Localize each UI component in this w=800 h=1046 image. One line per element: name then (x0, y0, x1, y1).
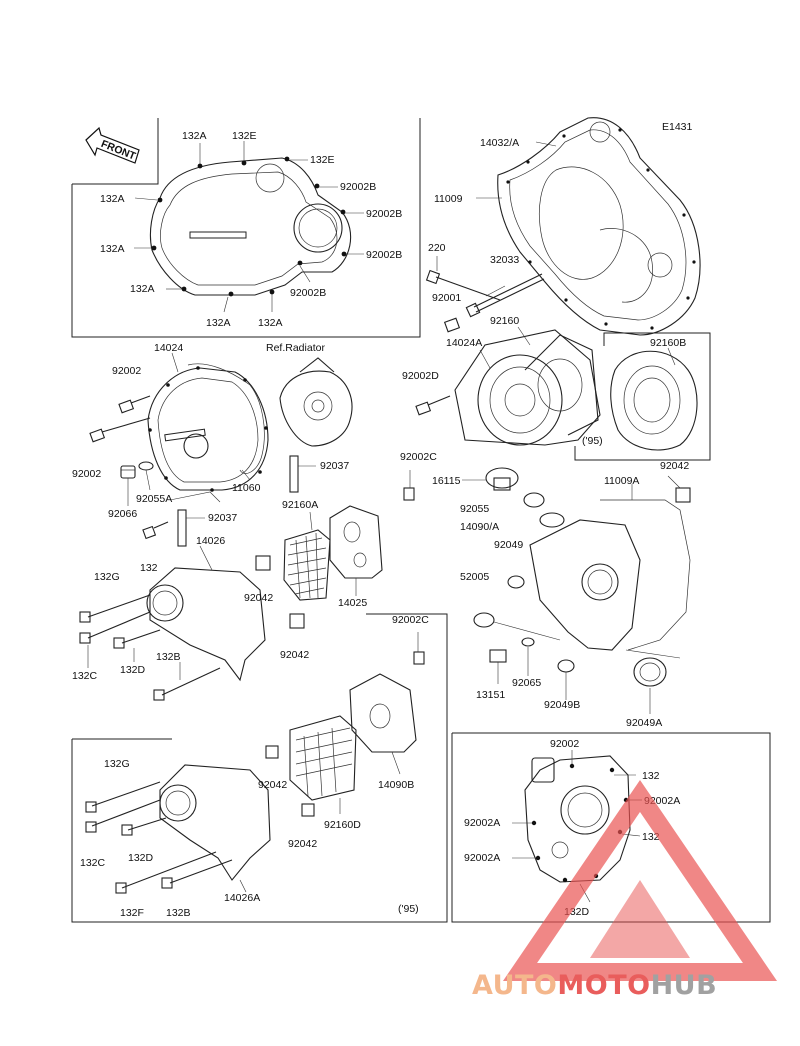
callout: 92160D (324, 819, 361, 831)
callout: 14026A (224, 892, 260, 904)
note: Ref.Radiator (266, 342, 325, 354)
callout: 132A (182, 130, 207, 142)
callout: 92049B (544, 699, 580, 711)
callout: 92049 (494, 539, 523, 551)
callout: 11060 (232, 482, 261, 494)
svg-text:AUTOMOTOHUB: AUTOMOTOHUB (472, 970, 717, 1001)
callout: 92002A (464, 817, 500, 829)
callout: 14024 (154, 342, 183, 354)
callout: 132B (156, 651, 181, 663)
callout: 92002 (72, 468, 101, 480)
watermark-logo: AUTOMOTOHUB (472, 780, 778, 1001)
callout: 14024A (446, 337, 482, 349)
callout: 132B (166, 907, 191, 919)
callout: 92002B (290, 287, 326, 299)
callout: 92066 (108, 508, 137, 520)
callout: 132D (120, 664, 146, 676)
note: ('95) (398, 903, 419, 915)
note: ('95) (582, 435, 603, 447)
callout: 132A (100, 243, 125, 255)
callout: 132F (120, 907, 144, 919)
callout: 14026 (196, 535, 225, 547)
callout: 92002 (550, 738, 579, 750)
watermark-auto: AUTO (472, 970, 557, 1001)
callout: 132C (80, 857, 106, 869)
callout-labels: E1431 132A 132E 132E 92002B 132A 92002B … (72, 121, 693, 919)
radiator-pump (279, 357, 353, 493)
clutch-cover-leaders (134, 141, 364, 313)
callout: 16115 (432, 475, 461, 487)
oil-cap-group (462, 467, 545, 508)
callout: 92160A (282, 499, 318, 511)
callout: 92065 (512, 677, 541, 689)
callout: 11009A (604, 475, 639, 487)
callout: 92160B (650, 337, 686, 349)
callout: 132 (140, 562, 158, 574)
pickup-cover-group (89, 352, 269, 547)
watermark-triangle-icon (502, 780, 778, 981)
callout: 92002B (366, 208, 402, 220)
long-bolts (425, 256, 545, 333)
front-arrow-icon: FRONT (85, 126, 140, 164)
callout: 14090/A (460, 521, 499, 533)
callout: 92037 (320, 460, 349, 472)
generator-cover-group (415, 326, 698, 451)
sprocket-cover-95 (85, 632, 425, 894)
callout: 132E (310, 154, 335, 166)
callout: 92042 (280, 649, 309, 661)
callout: 92042 (258, 779, 287, 791)
callout: 132A (258, 317, 283, 329)
callout: 92002C (400, 451, 437, 463)
callout: 132 (642, 770, 660, 782)
callout: 132D (128, 852, 154, 864)
mesh-bracket-group (283, 470, 415, 601)
watermark-hub: HUB (651, 970, 718, 1001)
callout: 92002A (464, 852, 500, 864)
callout: 92055A (136, 493, 172, 505)
callout: 92042 (244, 592, 273, 604)
callout: 132C (72, 670, 98, 682)
callout: 14090B (378, 779, 414, 791)
callout: 92049A (626, 717, 662, 729)
callout: 92002B (366, 249, 402, 261)
callout: 92042 (288, 838, 317, 850)
crankcase-cover (476, 117, 701, 336)
callout: 92160 (490, 315, 519, 327)
callout: 11009 (434, 193, 463, 205)
callout: 132A (206, 317, 231, 329)
callout: 52005 (460, 571, 489, 583)
callout: 14025 (338, 597, 367, 609)
callout: 132G (104, 758, 130, 770)
sprocket-cover-mid (79, 545, 305, 701)
callout: 92002C (392, 614, 429, 626)
clutch-outer-cover (473, 475, 691, 714)
callout: 92002D (402, 370, 439, 382)
callout: 92055 (460, 503, 489, 515)
callout: 92002B (340, 181, 376, 193)
callout: 13151 (476, 689, 505, 701)
callout: 132E (232, 130, 257, 142)
callout: 14032/A (480, 137, 519, 149)
callout: 132A (100, 193, 125, 205)
callout: 92037 (208, 512, 237, 524)
watermark-moto: MOTO (557, 970, 650, 1001)
section-frames (71, 118, 771, 923)
callout: 92042 (660, 460, 689, 472)
callout: 92002 (112, 365, 141, 377)
callout: 92001 (432, 292, 461, 304)
callout: 132G (94, 571, 120, 583)
clutch-cover-top (149, 156, 352, 297)
callout: 220 (428, 242, 446, 254)
diagram-code: E1431 (662, 121, 693, 133)
callout: 132A (130, 283, 155, 295)
callout: 32033 (490, 254, 519, 266)
